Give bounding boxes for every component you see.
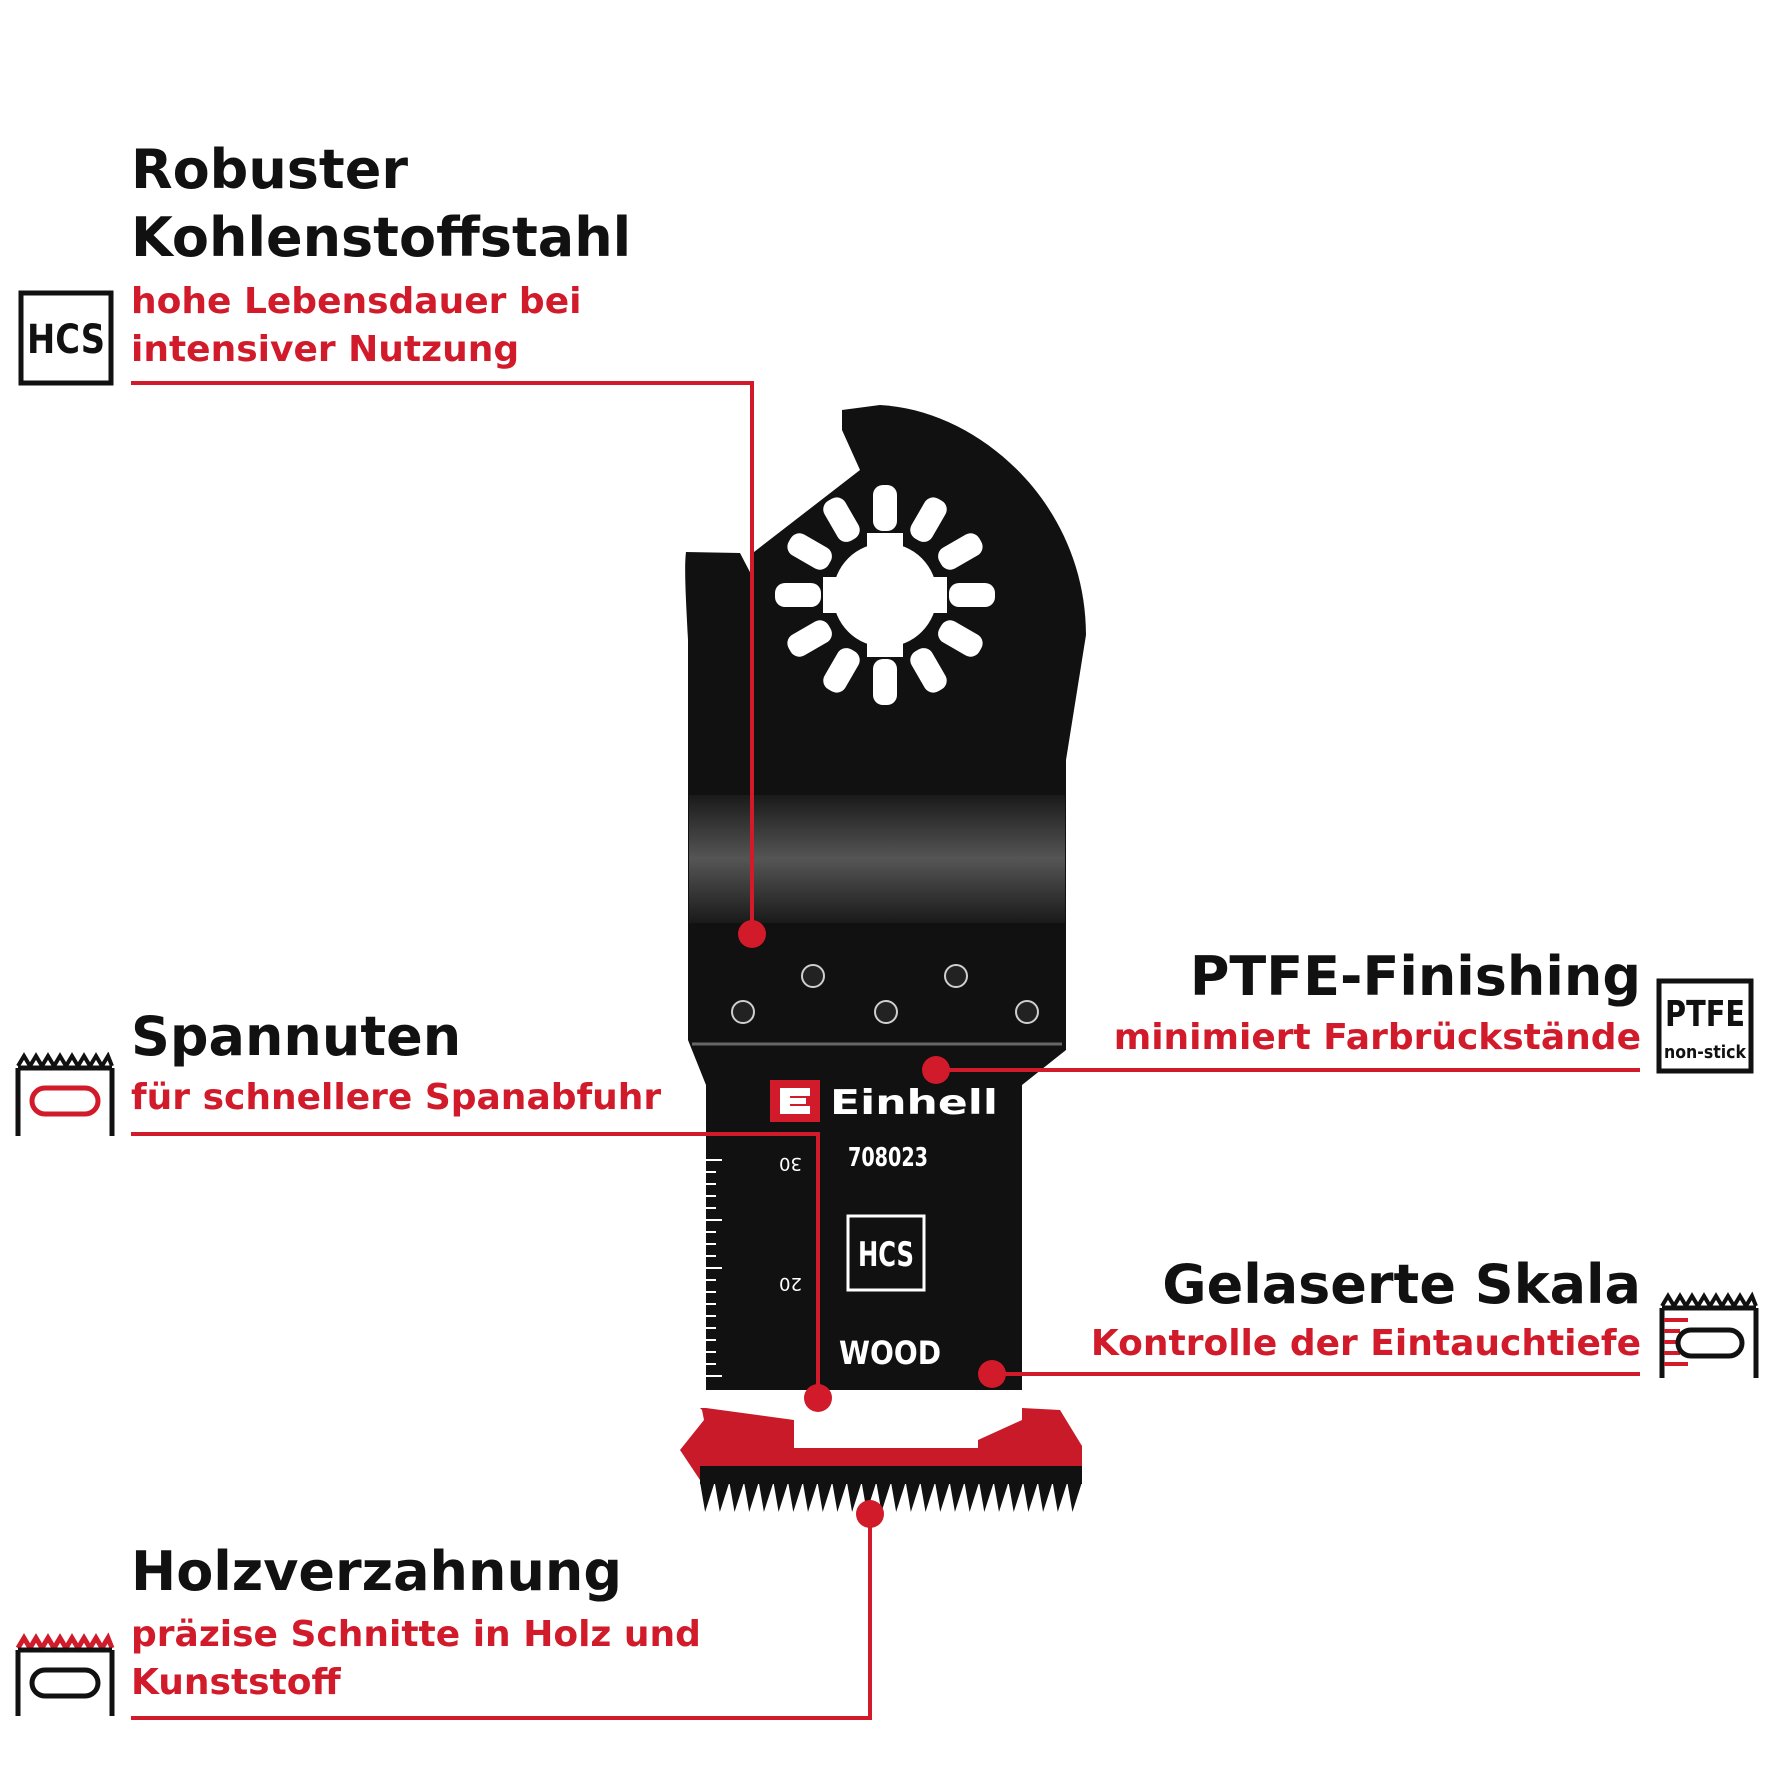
- wood-teeth-icon: [15, 1632, 115, 1716]
- blade-teeth: [700, 1482, 1082, 1512]
- feature-hcs-title-line2: Kohlenstoffstahl: [131, 206, 632, 269]
- ptfe-icon: PTFE non-stick: [1656, 978, 1754, 1074]
- saw-tooth-row: [700, 1482, 1082, 1512]
- feature-hcs-title-line1: Robuster: [131, 138, 408, 201]
- feature-spannuten-title: Spannuten: [131, 1005, 462, 1068]
- hcs-icon: HCS: [18, 290, 114, 386]
- mount-star-cutout: [775, 485, 995, 705]
- feature-holz-sub-line2: Kunststoff: [131, 1662, 341, 1703]
- blade-wood-label: WOOD: [839, 1334, 941, 1372]
- chip-flute-icon: [15, 1052, 115, 1136]
- einhell-logo: Einhell: [770, 1080, 998, 1123]
- scale-mark-20: 20: [779, 1273, 802, 1294]
- blade-rivets: [731, 964, 1039, 1024]
- feature-hcs-sub-line2: intensiver Nutzung: [131, 329, 520, 370]
- scale-mark-10: 10: [779, 1387, 802, 1408]
- feature-holz-sub-line1: präzise Schnitte in Holz und: [131, 1614, 701, 1655]
- blade-hcs-badge: [846, 1214, 926, 1292]
- feature-skala-sub: Kontrolle der Eintauchtiefe: [1090, 1323, 1641, 1364]
- feature-ptfe-title: PTFE-Finishing: [1189, 945, 1641, 1008]
- hcs-icon-label: HCS: [27, 317, 105, 363]
- feature-ptfe-sub: minimiert Farbrückstände: [1113, 1017, 1641, 1058]
- blade-model-number: 708023: [848, 1143, 928, 1173]
- blade-depth-scale: [706, 1159, 722, 1377]
- feature-spannuten-sub: für schnellere Spanabfuhr: [131, 1077, 662, 1118]
- leader-line-spannuten: [131, 1132, 820, 1398]
- leader-line-hcs: [131, 381, 754, 934]
- feature-hcs-sub-line1: hohe Lebensdauer bei: [131, 281, 582, 322]
- depth-scale-icon: [1659, 1291, 1759, 1378]
- blade-brand-text: Einhell: [830, 1083, 998, 1123]
- blade-hcs-badge-text: HCS: [858, 1235, 914, 1275]
- feature-skala-title: Gelaserte Skala: [1162, 1253, 1641, 1316]
- scale-mark-30: 30: [779, 1153, 802, 1174]
- ptfe-icon-label: PTFE: [1665, 994, 1745, 1035]
- leader-line-holz: [131, 1514, 872, 1720]
- feature-holz-title: Holzverzahnung: [131, 1540, 622, 1603]
- ptfe-icon-sublabel: non-stick: [1664, 1042, 1747, 1063]
